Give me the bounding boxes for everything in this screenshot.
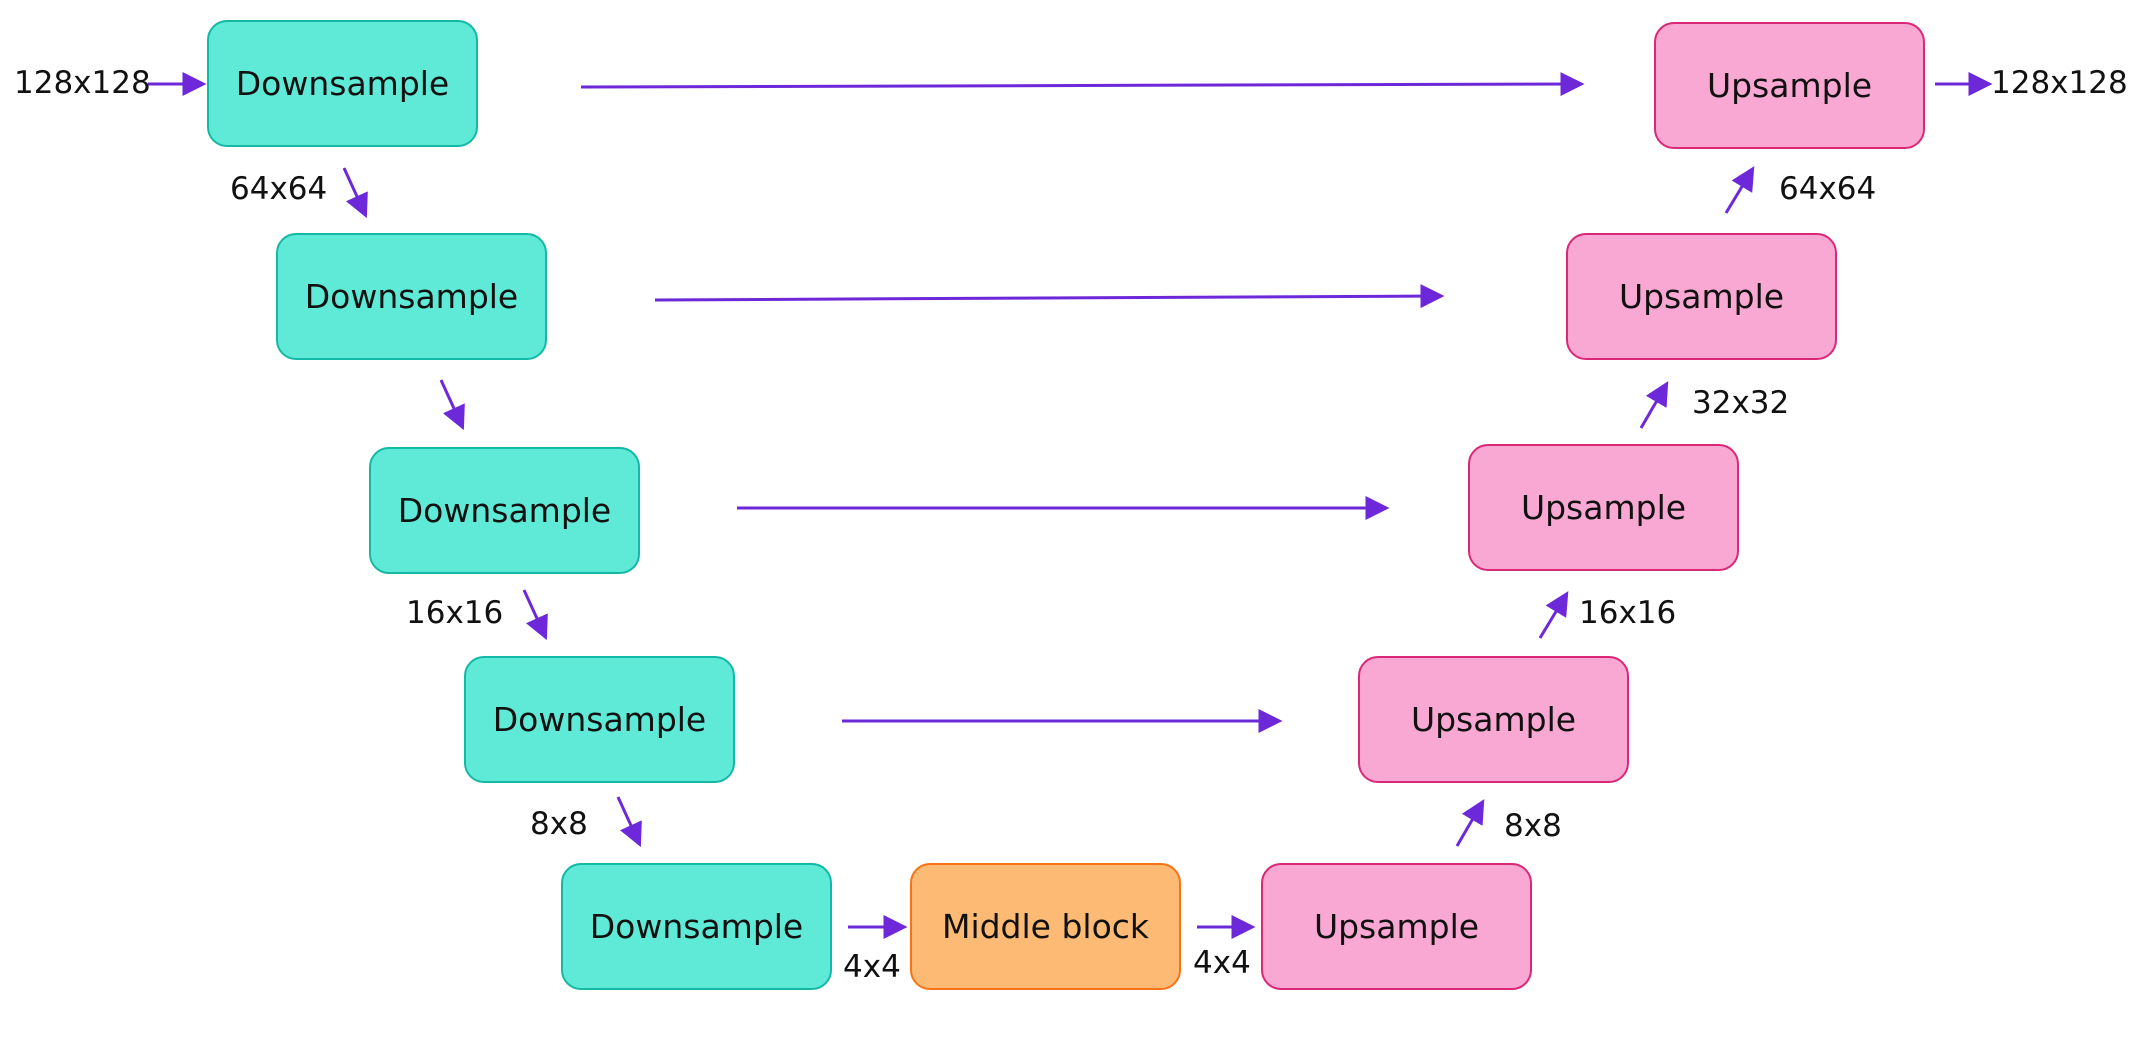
- downsample-block-4: Downsample: [464, 656, 735, 783]
- size-label-32x32-up: 32x32: [1692, 385, 1790, 421]
- up-arrow-3: [1639, 381, 1669, 429]
- output-size-label: 128x128: [1991, 65, 2128, 101]
- input-size-label: 128x128: [14, 65, 151, 101]
- up-arrow-4: [1724, 166, 1755, 214]
- size-label-8x8-down: 8x8: [530, 806, 588, 842]
- downsample-block-2: Downsample: [276, 233, 547, 360]
- downsample-block-3: Downsample: [369, 447, 640, 574]
- downsample-block-1: Downsample: [207, 20, 478, 147]
- size-label-64x64-up: 64x64: [1779, 171, 1877, 207]
- upsample-block-1: Upsample: [1261, 863, 1532, 990]
- skip-arrow-1: [580, 72, 1585, 97]
- middle-block: Middle block: [910, 863, 1181, 990]
- down-arrow-1: [342, 167, 368, 219]
- size-label-16x16-up: 16x16: [1579, 595, 1677, 631]
- up-arrow-1: [1455, 799, 1485, 847]
- size-label-4x4-out: 4x4: [1193, 945, 1251, 981]
- upsample-block-2: Upsample: [1358, 656, 1629, 783]
- upsample-block-3: Upsample: [1468, 444, 1739, 571]
- down-arrow-2: [439, 379, 465, 431]
- size-label-4x4-in: 4x4: [843, 949, 901, 985]
- skip-arrow-2: [654, 284, 1445, 309]
- upsample-block-4: Upsample: [1566, 233, 1837, 360]
- up-arrow-2: [1538, 591, 1569, 639]
- size-label-8x8-up: 8x8: [1504, 808, 1562, 844]
- down-arrow-3: [522, 589, 548, 641]
- down-arrow-4: [616, 796, 642, 848]
- size-label-16x16-down: 16x16: [406, 595, 504, 631]
- size-label-64x64-down: 64x64: [230, 171, 328, 207]
- upsample-block-5: Upsample: [1654, 22, 1925, 149]
- downsample-block-5: Downsample: [561, 863, 832, 990]
